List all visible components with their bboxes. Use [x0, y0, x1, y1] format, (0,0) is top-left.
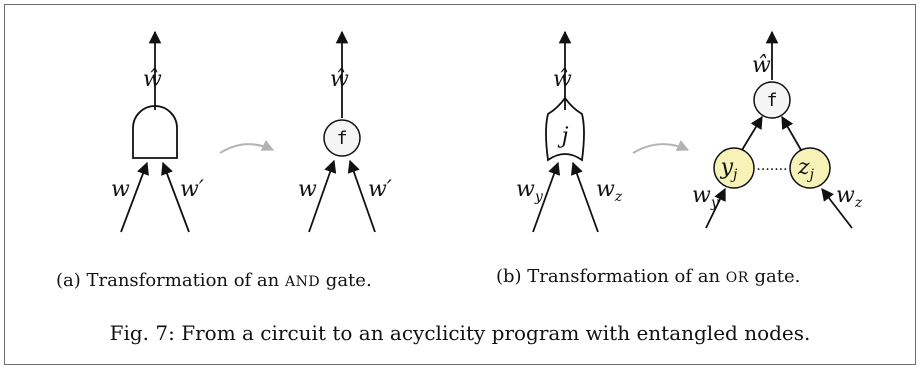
- panel-a-after: ŵ f w w′: [298, 30, 392, 233]
- entangled-node-left: [713, 147, 755, 189]
- output-label: ŵ: [330, 67, 349, 92]
- transform-arrow-b: [632, 140, 690, 154]
- input-arrow-right: [347, 159, 376, 233]
- input-left-label: wy: [516, 177, 544, 205]
- panel-b-before: ŵ j wy wz: [516, 30, 623, 233]
- and-gate-shape: [132, 105, 178, 159]
- entangled-node-left-label: yj: [720, 155, 738, 183]
- entangled-node-right-label: zj: [797, 155, 815, 183]
- caption-b: (b) Transformation of an OR gate.: [496, 266, 800, 287]
- input-left-label: wy: [692, 183, 720, 211]
- entangled-node-right: [789, 147, 831, 189]
- input-arrow-left: [705, 187, 726, 229]
- node-f-label: f: [337, 128, 348, 149]
- or-gate-shape: [545, 96, 585, 162]
- transform-arrow-a: [219, 139, 275, 154]
- input-arrow-left: [308, 159, 337, 233]
- input-right-label: w′: [368, 177, 392, 202]
- input-right-label: wz: [836, 183, 863, 211]
- figure-frame: [4, 4, 916, 365]
- node-f-label: f: [767, 90, 778, 111]
- node-f: [323, 119, 361, 157]
- input-left-label: w: [111, 177, 130, 202]
- edge-right-to-f: [781, 115, 802, 151]
- input-arrow-right: [570, 161, 599, 233]
- input-right-label: wz: [596, 177, 623, 205]
- input-arrow-left: [532, 161, 561, 233]
- input-right-label: w′: [180, 177, 204, 202]
- input-arrow-right: [161, 161, 190, 233]
- output-label: ŵ: [553, 67, 572, 92]
- input-arrow-right: [821, 188, 853, 229]
- panel-b-after: ŵ f yj zj ······· wy wz: [692, 30, 863, 229]
- node-f: [753, 81, 791, 119]
- figure-caption: Fig. 7: From a circuit to an acyclicity …: [110, 321, 811, 345]
- output-label: ŵ: [143, 67, 162, 92]
- input-arrow-left: [120, 161, 149, 233]
- panel-a-before: ŵ w w′: [111, 30, 204, 233]
- edge-left-to-f: [741, 115, 763, 151]
- input-left-label: w: [298, 177, 317, 202]
- gate-label-j: j: [557, 124, 569, 149]
- output-label: ŵ: [752, 53, 771, 78]
- caption-a: (a) Transformation of an AND gate.: [56, 270, 372, 291]
- entangle-dots: ·······: [756, 162, 787, 178]
